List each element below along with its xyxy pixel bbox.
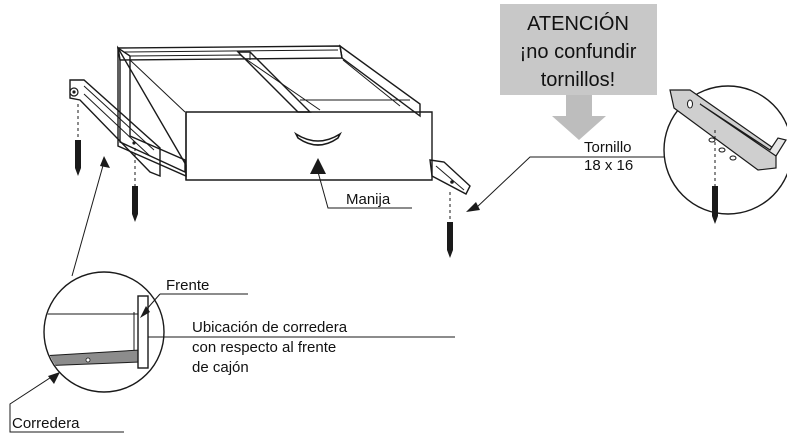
slide-callout: Corredera <box>9 372 124 433</box>
handle-label: Manija <box>346 191 391 208</box>
warning-down-arrow <box>552 95 606 140</box>
right-slide-rail <box>429 159 471 195</box>
slide-label: Corredera <box>12 415 80 432</box>
right-screw <box>447 192 453 258</box>
screw-label-line-2: 18 x 16 <box>584 157 633 174</box>
left-screw-rear <box>132 148 138 222</box>
drawer-front-panel <box>185 111 433 181</box>
left-screw-front <box>75 104 81 176</box>
drawer-body <box>117 44 433 181</box>
location-label-line-2: con respecto al frente <box>192 339 336 356</box>
drawer-handle <box>293 131 343 146</box>
warning-line-2: ¡no confundir <box>520 41 637 63</box>
location-label-line-3: de cajón <box>192 359 249 376</box>
warning-line-3: tornillos! <box>541 69 615 91</box>
left-slide-rail <box>69 79 161 178</box>
location-callout: Ubicación de corredera con respecto al f… <box>148 319 455 376</box>
warning-callout: ATENCIÓN ¡no confundir tornillos! <box>500 4 657 140</box>
warning-line-1: ATENCIÓN <box>527 12 629 35</box>
screw-callout: Tornillo 18 x 16 <box>466 139 664 212</box>
handle-callout: Manija <box>310 158 412 209</box>
screw-label-line-1: Tornillo <box>584 139 632 156</box>
slide-detail-magnifier <box>43 156 165 393</box>
warning-box <box>500 4 657 95</box>
screw-detail-magnifier <box>663 85 787 224</box>
location-label-line-1: Ubicación de corredera <box>192 319 348 336</box>
front-callout: Frente <box>140 277 248 318</box>
front-label: Frente <box>166 277 209 294</box>
